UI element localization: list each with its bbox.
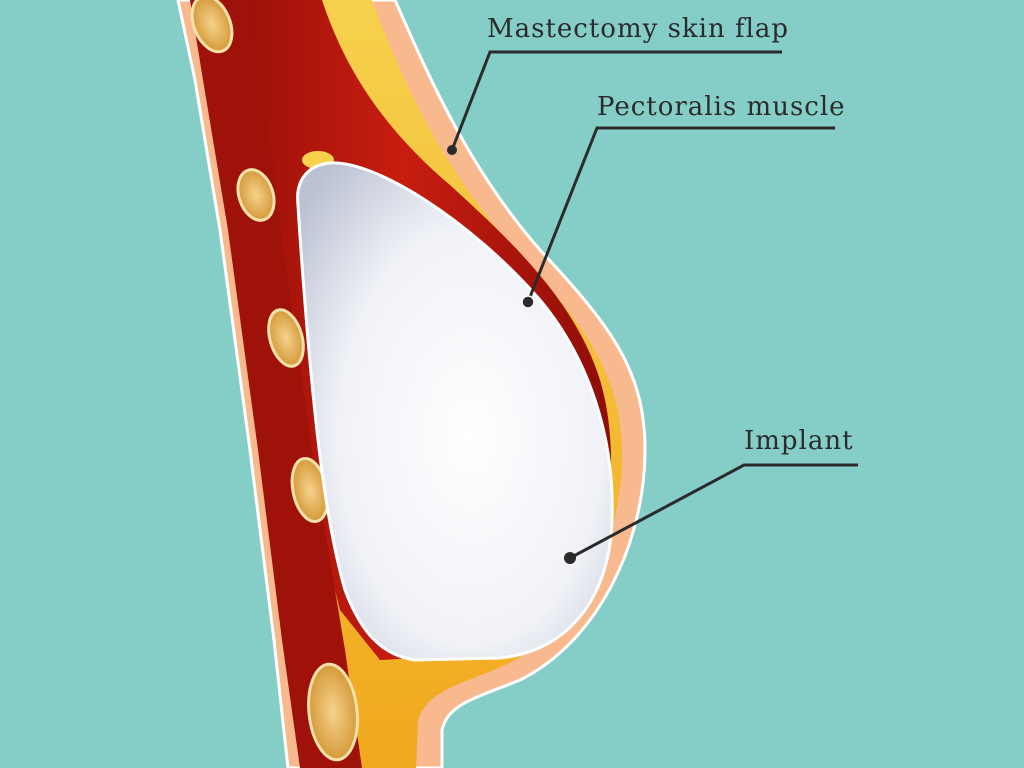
pectoralis-pointer bbox=[521, 295, 535, 309]
pectoralis-leader bbox=[526, 126, 835, 303]
implant-leader bbox=[569, 463, 858, 560]
rib-bone bbox=[307, 662, 359, 762]
implant-pointer bbox=[564, 552, 576, 564]
implant-label: Implant bbox=[744, 426, 854, 456]
implant bbox=[296, 161, 614, 662]
skin-flap-pointer bbox=[447, 145, 457, 155]
rib-bones bbox=[190, 0, 359, 762]
rib-bone bbox=[236, 168, 276, 222]
pectoralis-muscle-label: Pectoralis muscle bbox=[597, 92, 846, 122]
skin-flap-leader bbox=[450, 50, 782, 151]
rib-bone bbox=[190, 0, 234, 54]
chest-wall bbox=[190, 0, 362, 768]
rib-bone bbox=[267, 308, 305, 368]
skin-flap-label: Mastectomy skin flap bbox=[487, 14, 790, 44]
leader-lines bbox=[447, 50, 858, 564]
